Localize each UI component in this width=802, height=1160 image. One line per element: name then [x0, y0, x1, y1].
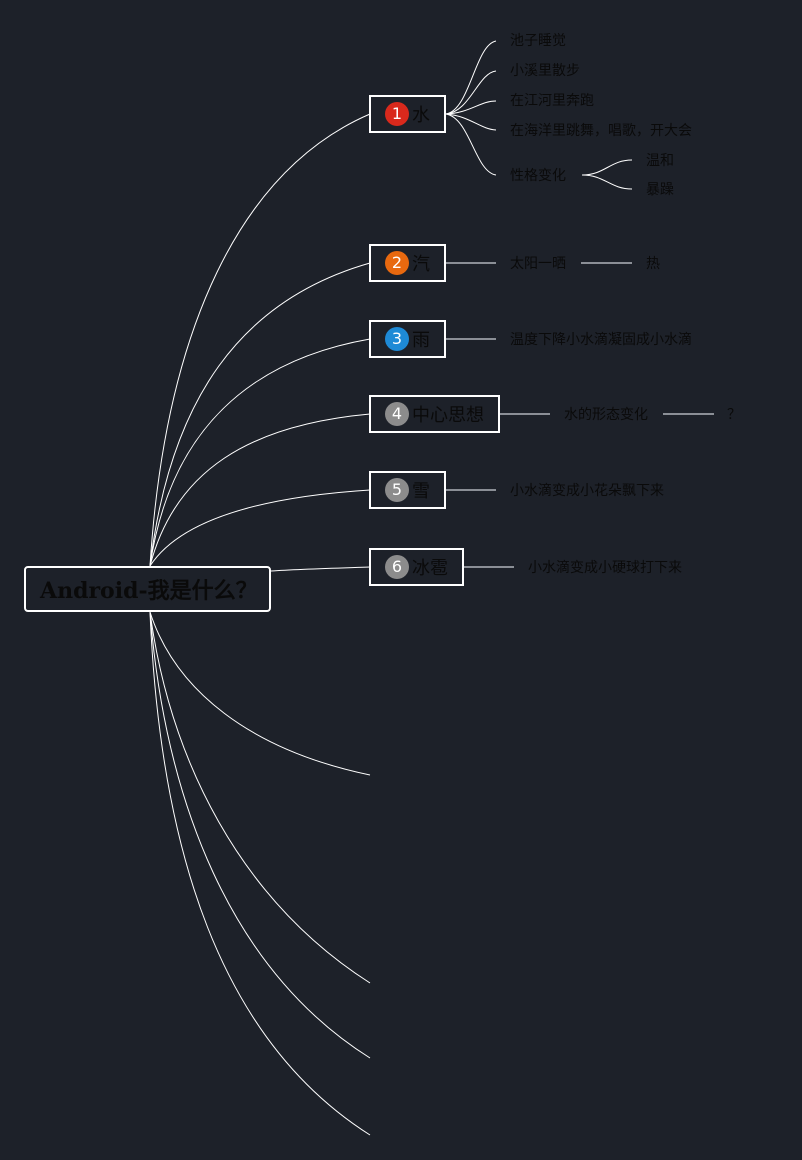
leaf-topic[interactable]: 小水滴变成小硬球打下来 — [528, 560, 682, 576]
branch-label: 汽 — [412, 254, 430, 275]
branch-topic-vapor[interactable]: 2 汽 — [369, 244, 446, 282]
branch-topic-hail[interactable]: 6 冰雹 — [369, 548, 464, 586]
number-badge-icon: 5 — [385, 478, 409, 502]
link-root-empty-2 — [149, 611, 371, 984]
leaf-topic[interactable]: 温和 — [646, 153, 674, 169]
number-badge-icon: 2 — [385, 251, 409, 275]
link-b1-c1 — [445, 40, 497, 115]
link-root-empty-1 — [149, 611, 371, 776]
branch-label: 水 — [412, 105, 430, 126]
root-topic[interactable]: Android-我是什么？ — [24, 566, 271, 612]
link-b1-c3 — [445, 100, 497, 115]
leaf-topic[interactable]: 暴躁 — [646, 182, 674, 198]
branch-topic-water[interactable]: 1 水 — [369, 95, 446, 133]
branch-label: 雪 — [412, 481, 430, 502]
branch-topic-central-idea[interactable]: 4 中心思想 — [369, 395, 500, 433]
branch-label: 中心思想 — [412, 405, 484, 426]
link-root-b6 — [270, 566, 371, 572]
link-root-b1 — [149, 113, 371, 567]
number-badge-icon: 4 — [385, 402, 409, 426]
link-b1-sub1 — [581, 159, 633, 176]
leaf-topic[interactable]: 热 — [646, 256, 660, 272]
leaf-topic[interactable]: ？ — [727, 407, 741, 423]
leaf-topic[interactable]: 在海洋里跳舞，唱歌，开大会 — [510, 123, 692, 139]
branch-topic-snow[interactable]: 5 雪 — [369, 471, 446, 509]
link-b1-c2 — [445, 70, 497, 115]
leaf-topic[interactable]: 温度下降小水滴凝固成小水滴 — [510, 332, 692, 348]
leaf-topic[interactable]: 小溪里散步 — [510, 63, 580, 79]
leaf-topic[interactable]: 太阳一晒 — [510, 256, 566, 272]
link-b1-sub2 — [581, 174, 633, 190]
leaf-topic[interactable]: 池子睡觉 — [510, 33, 566, 49]
branch-label: 雨 — [412, 330, 430, 351]
leaf-topic[interactable]: 水的形态变化 — [564, 407, 648, 423]
link-b1-c4 — [445, 113, 497, 131]
branch-topic-rain[interactable]: 3 雨 — [369, 320, 446, 358]
link-root-b4 — [149, 413, 371, 567]
number-badge-icon: 6 — [385, 555, 409, 579]
root-title: Android-我是什么？ — [40, 578, 258, 604]
branch-label: 冰雹 — [412, 558, 448, 579]
leaf-topic[interactable]: 在江河里奔跑 — [510, 93, 594, 109]
link-root-b5 — [149, 489, 371, 567]
link-b1-c5 — [445, 113, 497, 176]
link-root-empty-3 — [149, 611, 371, 1059]
link-root-b2 — [149, 262, 371, 567]
leaf-topic[interactable]: 性格变化 — [510, 168, 566, 184]
link-root-b3 — [149, 338, 371, 567]
leaf-topic[interactable]: 小水滴变成小花朵飘下来 — [510, 483, 664, 499]
number-badge-icon: 1 — [385, 102, 409, 126]
link-root-empty-4 — [149, 611, 371, 1136]
number-badge-icon: 3 — [385, 327, 409, 351]
